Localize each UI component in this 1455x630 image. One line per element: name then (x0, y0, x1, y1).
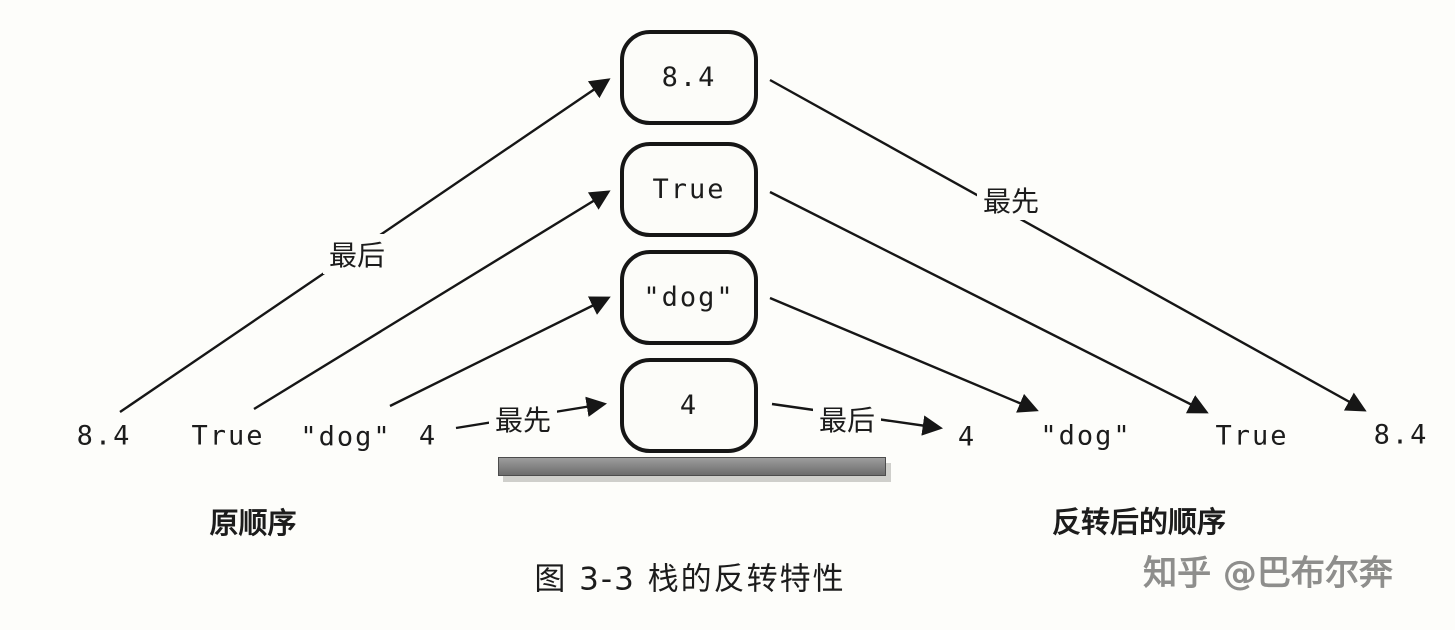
push-arrow-true (253, 190, 611, 411)
figure-caption: 图 3-3 栈的反转特性 (534, 561, 846, 598)
label-last-left: 最后 (322, 234, 392, 274)
input-item-4: 4 (418, 420, 438, 452)
watermark: 知乎 @巴布尔奔 (1143, 553, 1393, 594)
output-item-4: 4 (957, 421, 977, 453)
stack-item-third: "dog" (620, 250, 758, 345)
output-item-8.4: 8.4 (1373, 419, 1429, 451)
label-last-right: 最后 (812, 399, 882, 439)
pop-arrow-dog (769, 296, 1039, 413)
input-item-true: True (191, 420, 265, 452)
output-item-dog: "dog" (1040, 420, 1132, 452)
input-item-dog: "dog" (300, 421, 392, 453)
pop-arrow-true (769, 190, 1209, 414)
stack-item-value: 8.4 (661, 62, 717, 93)
stack-item-value: "dog" (643, 282, 735, 313)
output-item-true: True (1215, 420, 1289, 452)
input-item-8.4: 8.4 (76, 420, 132, 452)
stack-item-value: 4 (679, 390, 699, 421)
push-arrow-dog (389, 296, 611, 408)
input-order-label: 原顺序 (209, 506, 297, 540)
stack-item-value: True (652, 174, 726, 205)
stack-base-platform (498, 457, 886, 476)
pop-arrow-8.4 (769, 78, 1367, 412)
label-first-left: 最先 (488, 399, 558, 439)
stack-item-bottom: 4 (620, 358, 758, 453)
output-order-label: 反转后的顺序 (1051, 505, 1227, 539)
stack-item-top: 8.4 (620, 30, 758, 125)
stack-item-second: True (620, 142, 758, 237)
label-first-right: 最先 (976, 180, 1046, 220)
